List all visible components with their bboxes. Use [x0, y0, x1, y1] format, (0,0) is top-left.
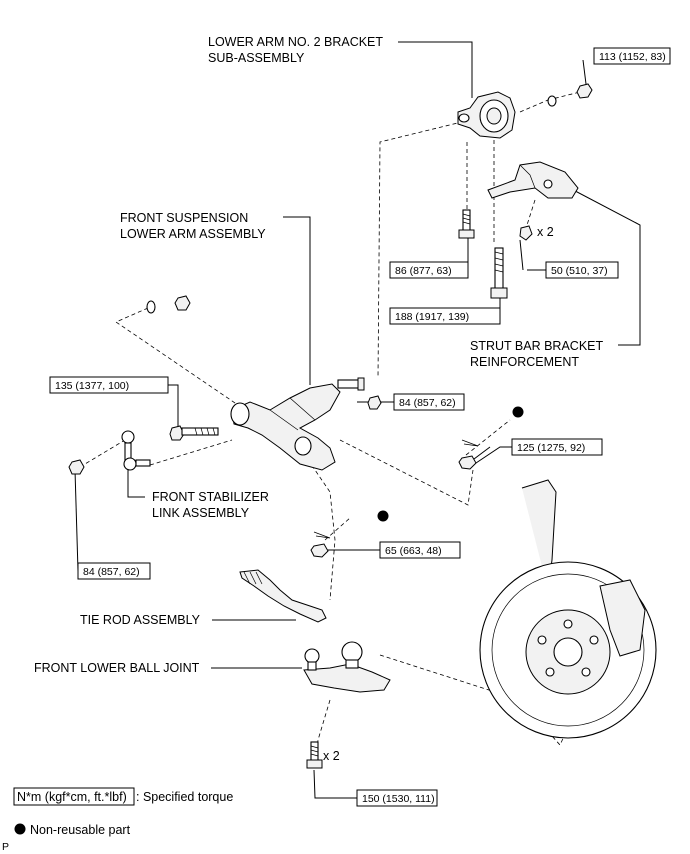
stabilizer-link-label-line1: FRONT STABILIZER — [152, 490, 269, 504]
torque-box-84-arm: 84 (857, 62) — [393, 393, 465, 411]
legend-nonreusable-text: Non-reusable part — [30, 823, 131, 837]
bolt-135-part — [169, 425, 219, 441]
bolt-86-part — [458, 209, 475, 239]
strut-bar-label-line2: REINFORCEMENT — [470, 355, 579, 369]
left-nut-washer-part — [146, 295, 191, 314]
torque-50-text: 50 (510, 37) — [551, 265, 608, 277]
front-suspension-label-line1: FRONT SUSPENSION — [120, 211, 248, 225]
non-reusable-dot-icon — [512, 406, 524, 418]
tie-rod-label: TIE ROD ASSEMBLY — [80, 613, 201, 627]
torque-135-text: 135 (1377, 100) — [55, 380, 129, 392]
ball-joint-label: FRONT LOWER BALL JOINT — [34, 661, 200, 675]
torque-84-left-text: 84 (857, 62) — [83, 566, 140, 578]
torque-86-text: 86 (877, 63) — [395, 265, 452, 277]
torque-84-arm-text: 84 (857, 62) — [399, 397, 456, 409]
non-reusable-dot-icon — [14, 823, 26, 835]
torque-65-text: 65 (663, 48) — [385, 545, 442, 557]
lower-arm-part — [230, 377, 365, 471]
lower-arm-bracket-label-line1: LOWER ARM NO. 2 BRACKET — [208, 35, 383, 49]
small-bolt-50-part — [519, 225, 533, 241]
upper-nut-washer-part — [547, 83, 593, 107]
x2-bolt-150-label: x 2 — [323, 749, 340, 763]
torque-box-125: 125 (1275, 92) — [511, 438, 603, 456]
torque-box-65: 65 (663, 48) — [379, 541, 461, 559]
torque-box-50: 50 (510, 37) — [545, 261, 619, 279]
nut-84-left-part — [68, 459, 85, 475]
bolt-188-part — [490, 247, 508, 299]
torque-188-text: 188 (1917, 139) — [395, 311, 469, 323]
torque-box-86: 86 (877, 63) — [389, 261, 469, 279]
torque-box-188: 188 (1917, 139) — [389, 307, 501, 325]
nut-84-arm-part — [367, 395, 382, 410]
corner-mark: P — [2, 841, 9, 853]
strut-bar-label-line1: STRUT BAR BRACKET — [470, 339, 603, 353]
non-reusable-dot-icon — [377, 510, 389, 522]
lower-arm-bracket-part — [457, 91, 516, 139]
torque-box-84-left: 84 (857, 62) — [77, 562, 151, 580]
bolt-150-part — [306, 741, 323, 769]
torque-125-text: 125 (1275, 92) — [517, 442, 585, 454]
ball-joint-part — [303, 641, 391, 693]
torque-113-text: 113 (1152, 83) — [599, 51, 666, 63]
cotter-pin-nut-125-part — [458, 439, 479, 470]
stabilizer-link-part — [121, 430, 151, 471]
knuckle-disc-part — [479, 479, 657, 739]
alignment-lines — [79, 91, 591, 761]
x2-small-bolt-label: x 2 — [537, 225, 554, 239]
tie-rod-part — [239, 569, 327, 623]
torque-box-135: 135 (1377, 100) — [49, 376, 169, 394]
leader-lines — [74, 41, 641, 799]
strut-bar-bracket-part — [487, 161, 579, 199]
legend-unit-box-text: N*m (kgf*cm, ft.*lbf) — [17, 790, 127, 804]
torque-box-150: 150 (1530, 111) — [356, 789, 438, 807]
front-suspension-label-line2: LOWER ARM ASSEMBLY — [120, 227, 266, 241]
legend: N*m (kgf*cm, ft.*lbf) : Specified torque… — [13, 787, 233, 837]
cotter-pin-nut-65-part — [310, 531, 331, 558]
torque-150-text: 150 (1530, 111) — [362, 793, 435, 805]
torque-box-113: 113 (1152, 83) — [593, 47, 671, 65]
legend-unit-desc: : Specified torque — [136, 790, 233, 804]
lower-arm-bracket-label-line2: SUB-ASSEMBLY — [208, 51, 305, 65]
stabilizer-link-label-line2: LINK ASSEMBLY — [152, 506, 250, 520]
